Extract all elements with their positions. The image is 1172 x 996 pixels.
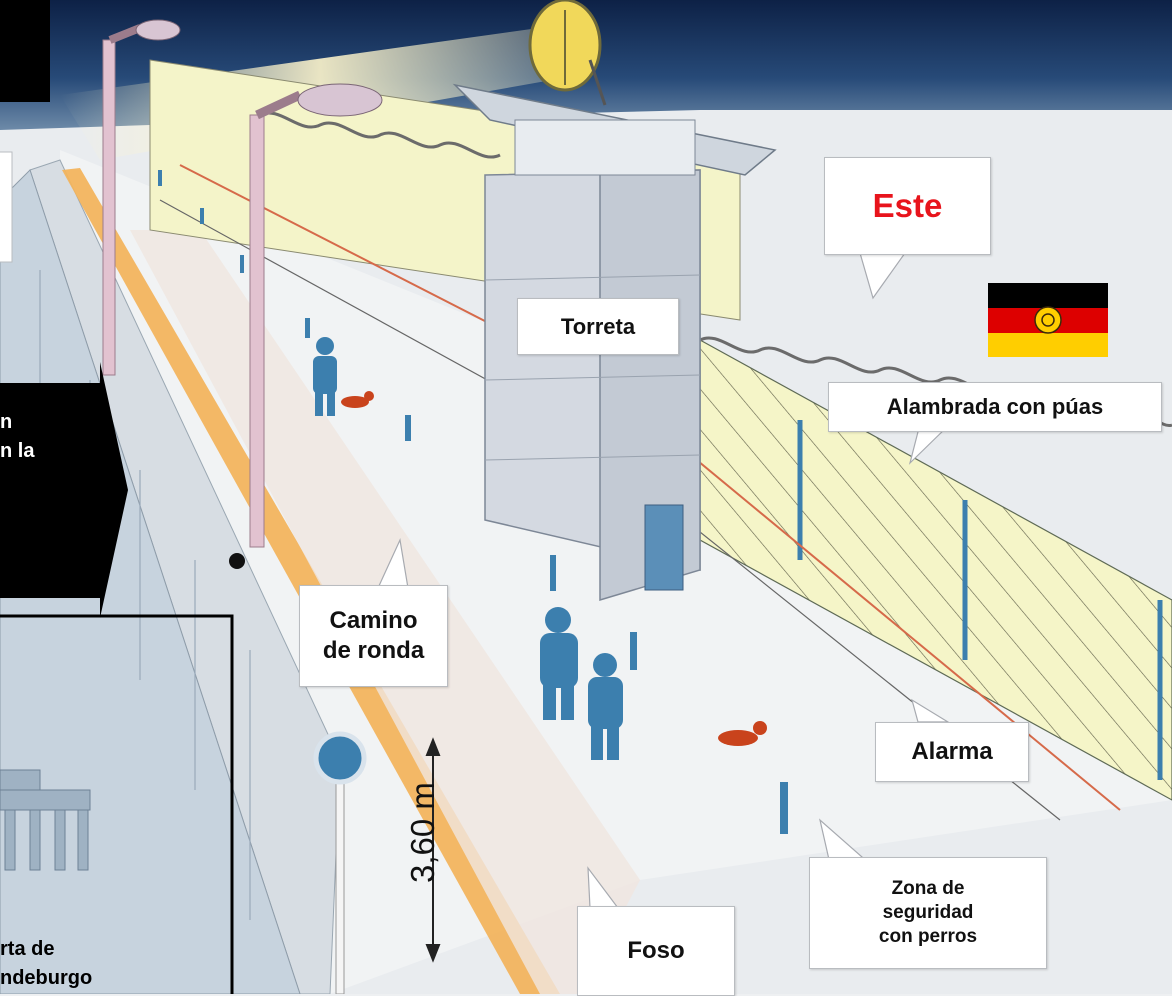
outer-wall-face xyxy=(0,169,301,994)
puerta-text-fragment: rta de ndeburgo xyxy=(0,935,92,993)
dog-icon xyxy=(341,391,767,746)
label-alambrada: Alambrada con púas xyxy=(828,382,1162,432)
inset-frame xyxy=(0,614,234,994)
watchtower xyxy=(452,83,777,602)
label-zona-line2: seguridad xyxy=(882,902,974,924)
label-zona-line1: Zona de xyxy=(891,878,965,900)
puerta-text-line2: ndeburgo xyxy=(0,967,93,989)
black-arrow xyxy=(0,362,128,618)
label-este: Este xyxy=(824,157,991,255)
label-alarma: Alarma xyxy=(875,722,1029,782)
arrow-text-fragment: n n la xyxy=(0,408,34,466)
top-left-black-box xyxy=(0,0,50,102)
round-sign xyxy=(313,731,367,994)
height-arrow xyxy=(425,737,441,963)
label-camino: Camino de ronda xyxy=(299,585,448,687)
arrow-text-line2: n la xyxy=(0,440,35,462)
searchlight-icon xyxy=(528,0,607,106)
ddr-flag-icon xyxy=(988,283,1108,357)
label-torreta: Torreta xyxy=(517,298,679,355)
label-zona: Zona de seguridad con perros xyxy=(809,857,1047,969)
label-camino-line1: Camino xyxy=(329,607,418,634)
lamp-posts xyxy=(102,19,383,569)
label-zona-line3: con perros xyxy=(878,925,978,947)
guard-icon xyxy=(313,337,623,760)
label-height: 3,60 m xyxy=(404,782,441,883)
label-camino-line2: de ronda xyxy=(322,637,425,664)
brandenburg-gate-icon xyxy=(0,769,91,871)
arrow-text-line1: n xyxy=(0,411,13,433)
label-foso: Foso xyxy=(577,906,735,996)
puerta-text-line1: rta de xyxy=(0,938,55,960)
